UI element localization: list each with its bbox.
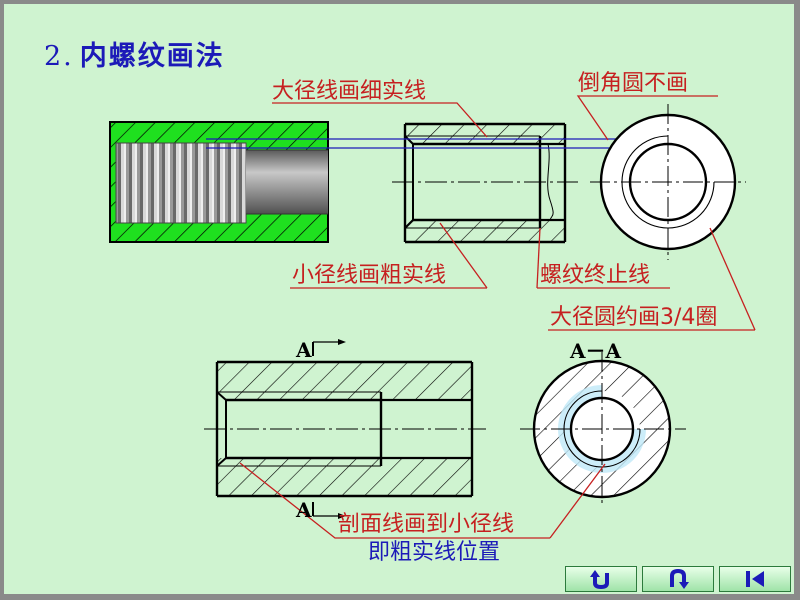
label-no-chamfer-circle: 倒角圆不画 — [578, 71, 689, 96]
label-thread-end: 螺纹终止线 — [540, 263, 651, 288]
slide-title: 2.内螺纹画法 — [44, 34, 225, 73]
sectioned-view-bottom — [204, 339, 486, 519]
label-thick-line-position: 即粗实线位置 — [368, 540, 501, 565]
title-number: 2. — [44, 41, 74, 72]
label-major-thin: 大径线画细实线 — [272, 79, 427, 104]
back-icon — [670, 569, 689, 589]
return-button[interactable] — [565, 566, 637, 592]
section-view-circle — [520, 352, 686, 506]
end-view-top — [590, 104, 746, 260]
label-hatch-to-minor: 剖面线画到小径线 — [338, 512, 515, 537]
label-major-circle: 大径圆约画3/4圈 — [550, 305, 718, 330]
return-icon — [590, 570, 609, 589]
section-view-title: A－A — [570, 339, 622, 363]
leader-lines — [239, 95, 756, 539]
section-mark-bottom: A — [296, 498, 312, 522]
back-button[interactable] — [642, 566, 714, 592]
first-page-icon — [746, 571, 764, 587]
cutaway-view — [109, 121, 329, 243]
first-page-button[interactable] — [719, 566, 791, 592]
title-text: 内螺纹画法 — [79, 41, 225, 72]
sectioned-view-top — [392, 122, 578, 244]
section-mark-top: A — [296, 338, 312, 362]
label-minor-thick: 小径线画粗实线 — [292, 263, 447, 288]
